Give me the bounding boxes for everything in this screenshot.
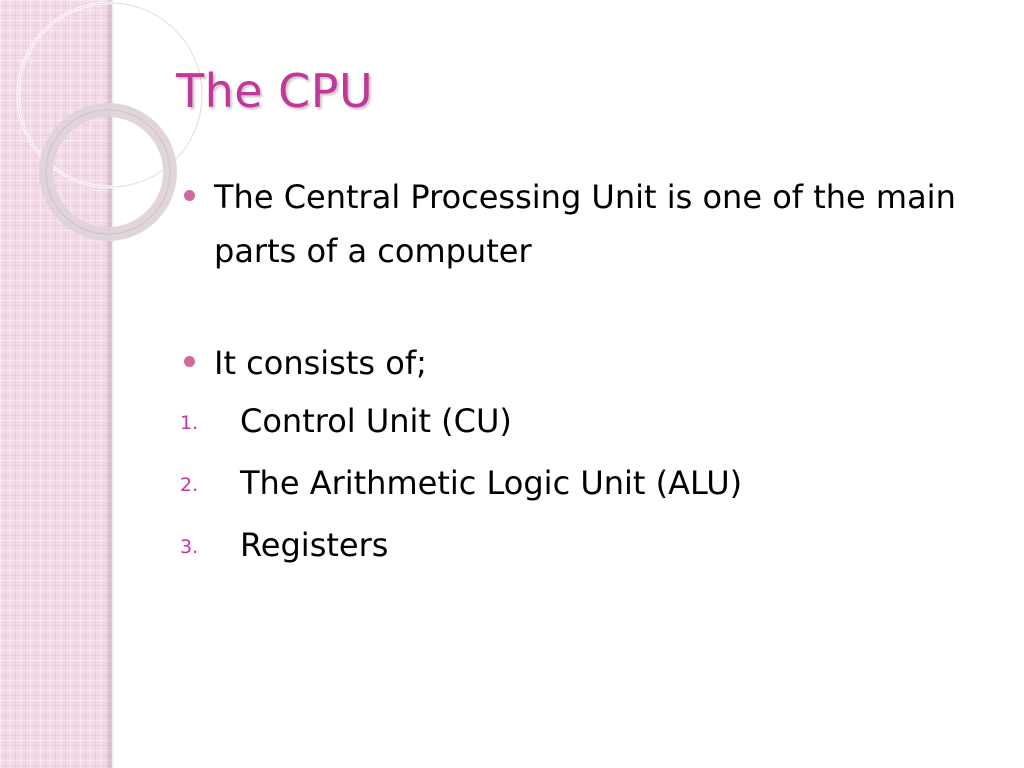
item-number: 1.: [180, 412, 199, 434]
item-text: Control Unit (CU): [240, 402, 512, 440]
slide-title: The CPU: [176, 64, 374, 118]
numbered-item: 3. Registers: [176, 514, 996, 576]
item-number: 3.: [180, 536, 199, 558]
decorative-ring-lower: [39, 103, 177, 241]
stripe-shadow-edge: [106, 0, 114, 768]
bullet-dot-icon: [184, 356, 195, 367]
slide-content: The Central Processing Unit is one of th…: [176, 170, 996, 576]
item-text: The Arithmetic Logic Unit (ALU): [240, 464, 743, 502]
numbered-item: 2. The Arithmetic Logic Unit (ALU): [176, 452, 996, 514]
item-text: Registers: [240, 526, 389, 564]
bullet-dot-icon: [184, 190, 195, 201]
bullet-item: The Central Processing Unit is one of th…: [176, 170, 996, 278]
bullet-item: It consists of;: [176, 336, 996, 390]
numbered-item: 1. Control Unit (CU): [176, 390, 996, 452]
bullet-text: The Central Processing Unit is one of th…: [214, 178, 956, 270]
item-number: 2.: [180, 474, 199, 496]
decorative-rings: [16, 1, 204, 241]
decorative-ring-upper: [16, 1, 204, 189]
bullet-text: It consists of;: [214, 344, 427, 382]
